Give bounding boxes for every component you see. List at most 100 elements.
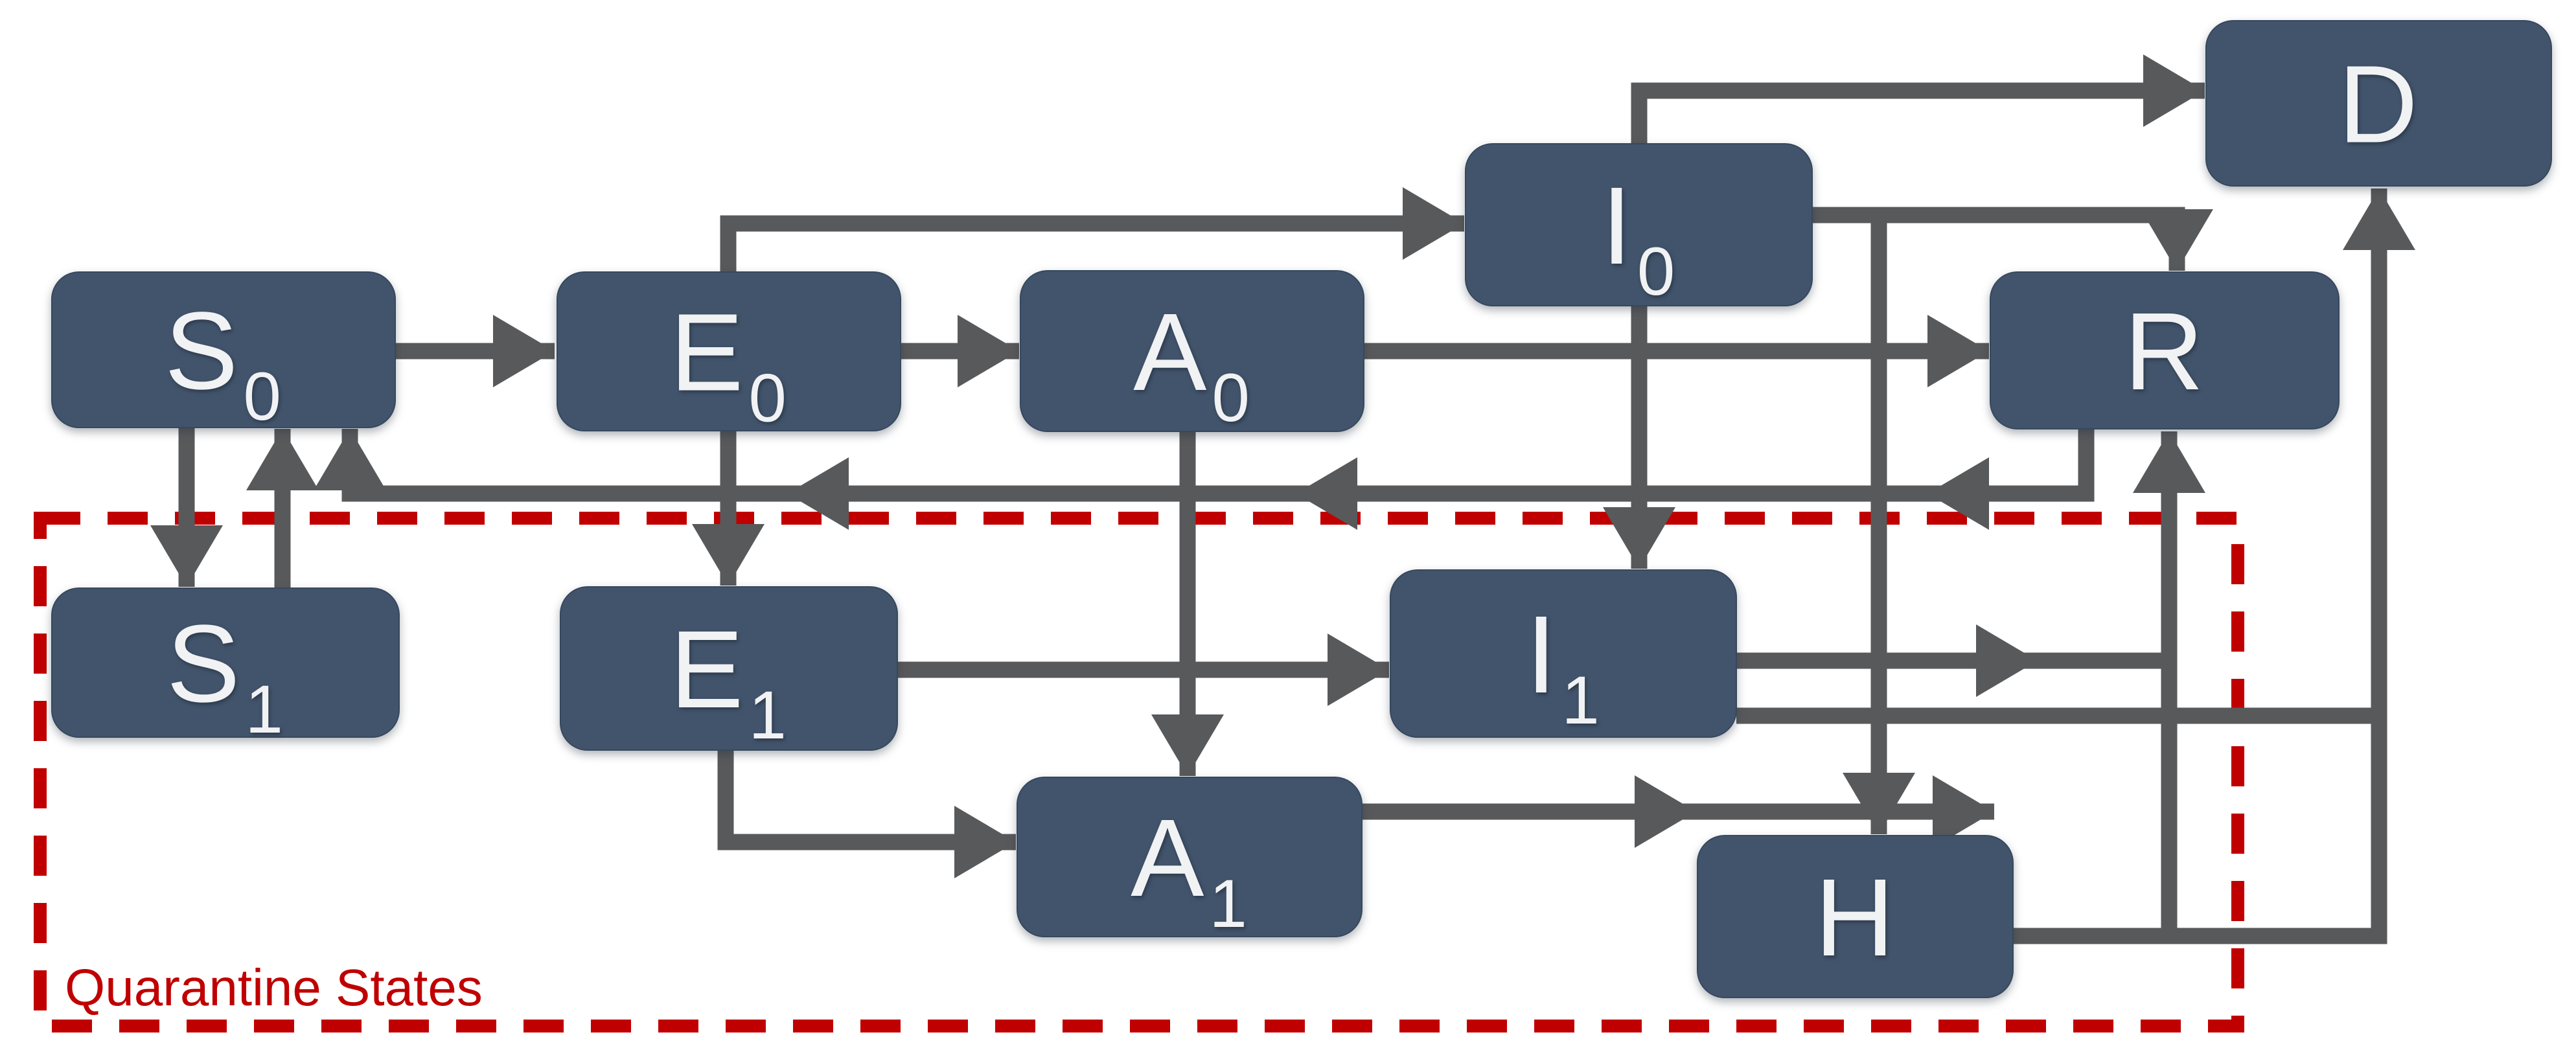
node-box-S0: [51, 271, 396, 428]
node-box-H: [1697, 835, 2014, 998]
node-I0: I0: [1465, 143, 1813, 310]
node-A1: A1: [1017, 777, 1363, 942]
node-label-H: H: [1815, 856, 1896, 979]
quarantine-region-label: Quarantine States: [65, 959, 483, 1016]
arrowhead-icon: [692, 524, 765, 586]
node-label-main: S: [165, 290, 239, 413]
node-label-main: E: [670, 291, 744, 415]
arrowhead-icon: [1933, 775, 1994, 848]
node-label-subscript: 0: [748, 361, 787, 437]
node-S0: S0: [51, 271, 396, 435]
node-label-main: E: [670, 608, 744, 731]
node-label-A0: A0: [1133, 291, 1251, 436]
node-label-A1: A1: [1131, 797, 1248, 942]
edge-e1-to-i1: [897, 633, 1389, 706]
edge-a0-to-a1: [1151, 431, 1224, 776]
node-label-subscript: 1: [245, 672, 284, 747]
arrowhead-icon: [787, 457, 849, 530]
edge-i0-to-i1: [1603, 306, 1675, 569]
edge-a1-onward: [1362, 775, 1994, 848]
edge-line-r-to-s0: [341, 429, 2095, 502]
arrowhead-icon: [493, 315, 555, 387]
node-box-D: [2205, 20, 2552, 187]
node-box-I1: [1390, 569, 1737, 738]
node-box-E0: [557, 271, 901, 431]
arrowhead-icon: [2343, 188, 2415, 250]
node-label-E1: E1: [670, 608, 788, 753]
node-label-subscript: 0: [243, 359, 282, 435]
edge-e0-to-a0: [901, 315, 1019, 387]
arrowhead-icon: [958, 315, 1019, 387]
node-A0: A0: [1020, 270, 1364, 436]
node-box-A0: [1020, 270, 1364, 432]
arrowhead-icon: [1927, 315, 1989, 387]
edge-line-e1-to-a1: [717, 750, 1016, 850]
edge-s1-to-s0: [246, 429, 319, 588]
node-label-S1: S1: [167, 602, 284, 747]
node-label-main: S: [167, 602, 241, 725]
edge-line-i0-to-r: [1812, 207, 2185, 271]
node-label-S0: S0: [165, 290, 282, 435]
arrowhead-icon: [1927, 457, 1989, 530]
node-label-E0: E0: [670, 291, 788, 437]
node-label-I0: I0: [1602, 165, 1677, 310]
node-label-main: I: [1526, 593, 1558, 716]
arrowhead-icon: [2143, 54, 2205, 127]
edge-r-to-s0: [314, 429, 2095, 530]
node-label-D: D: [2338, 43, 2419, 166]
edge-s0-to-e0: [395, 315, 555, 387]
node-E1: E1: [560, 586, 898, 753]
node-box-A1: [1017, 777, 1363, 937]
arrowhead-icon: [1976, 624, 2038, 697]
node-box-E1: [560, 586, 898, 751]
node-label-subscript: 0: [1212, 360, 1250, 436]
arrowhead-icon: [1403, 187, 1464, 260]
arrowhead-icon: [246, 429, 319, 490]
node-box-I0: [1465, 143, 1813, 306]
edge-e0-to-e1: [692, 431, 765, 586]
edge-line-i0-to-d: [1631, 82, 2205, 144]
edge-a0-to-r: [1364, 315, 1989, 387]
quarantine-region-outline: [34, 512, 2244, 1032]
node-label-main: D: [2338, 43, 2419, 166]
arrowhead-icon: [1328, 633, 1389, 706]
node-label-main: H: [1815, 856, 1896, 979]
arrowhead-icon: [2141, 209, 2213, 271]
edge-i0-to-r: [1812, 207, 2213, 271]
node-D: D: [2205, 20, 2552, 187]
node-label-subscript: 0: [1637, 234, 1676, 310]
edge-e0-to-i0: [720, 187, 1464, 272]
node-box-R: [1990, 271, 2340, 429]
edge-s0-to-s1: [150, 428, 223, 587]
arrowhead-icon: [150, 525, 223, 587]
node-label-main: R: [2124, 290, 2205, 413]
edge-line-i0-to-h: [1812, 207, 1887, 834]
arrowhead-icon: [1603, 507, 1675, 569]
edge-line-e0-to-i0: [720, 215, 1464, 272]
node-label-main: A: [1131, 797, 1205, 920]
arrowhead-icon: [314, 429, 386, 490]
node-box-S1: [51, 588, 400, 738]
node-label-subscript: 1: [1209, 866, 1248, 942]
edge-h-to-r: [2013, 431, 2178, 944]
edge-line-h-to-r: [2013, 431, 2178, 944]
node-H: H: [1697, 835, 2014, 998]
node-label-main: A: [1133, 291, 1208, 414]
arrowhead-icon: [1296, 457, 1357, 530]
node-label-main: I: [1602, 165, 1633, 288]
node-I1: I1: [1390, 569, 1737, 738]
edge-i0-to-d: [1631, 54, 2205, 144]
node-label-subscript: 1: [1561, 663, 1600, 738]
arrowhead-icon: [1151, 714, 1224, 776]
edge-line-h-to-d: [2013, 188, 2387, 944]
node-label-subscript: 1: [748, 678, 787, 753]
node-S1: S1: [51, 588, 400, 747]
arrowhead-icon: [1635, 775, 1696, 848]
edge-line-i1-to-r: [1736, 431, 2178, 669]
node-R: R: [1990, 271, 2340, 429]
node-label-R: R: [2124, 290, 2205, 413]
node-label-I1: I1: [1526, 593, 1601, 738]
node-E0: E0: [557, 271, 901, 437]
